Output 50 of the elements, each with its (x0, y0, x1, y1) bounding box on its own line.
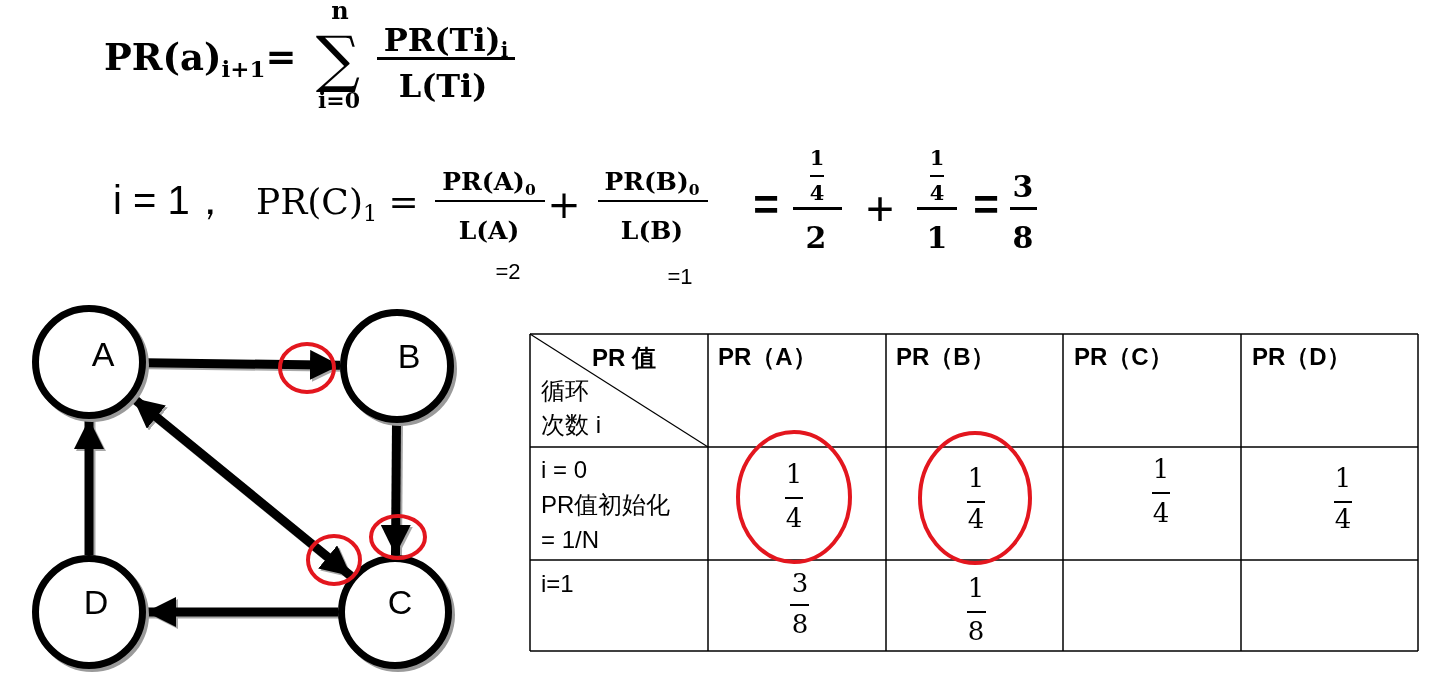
annotation-text: =2 (495, 261, 521, 284)
row-header: 循环次数 i (541, 375, 602, 440)
fraction-denominator: 4 (809, 182, 825, 204)
node-label: C (387, 585, 413, 619)
fraction-numerator: PR(B)$_{0}$ (604, 168, 700, 194)
plus-sign: + (866, 185, 894, 234)
summation-sign: ∑ (315, 27, 361, 90)
column-header: PR（A） (718, 344, 817, 369)
fraction-numerator: 1 (809, 147, 825, 169)
fraction-denominator: L(B) (620, 217, 684, 243)
fraction-denominator: 4 (929, 182, 945, 204)
node-label: D (83, 585, 109, 619)
arrow (146, 597, 338, 627)
fraction-numerator: 3 (791, 570, 809, 596)
arrow (74, 419, 104, 555)
fraction-denominator: 4 (785, 505, 803, 531)
fraction-denominator: 1 (926, 222, 948, 253)
fraction-denominator: 2 (805, 222, 827, 253)
fraction-numerator: 1 (1334, 465, 1352, 491)
fraction-denominator: 4 (967, 506, 985, 532)
row-header: i=1 (541, 571, 574, 596)
formula-text: PR(C)$_{1}$ = (256, 183, 419, 220)
equals-sign: = (753, 182, 779, 227)
fraction-numerator: 1 (967, 465, 985, 491)
fraction-numerator: 1 (1152, 456, 1170, 482)
annotation-text: =1 (667, 266, 693, 289)
plus-sign: + (547, 184, 581, 225)
fraction-denominator: L(A) (458, 217, 520, 243)
fraction-numerator: 1 (929, 147, 945, 169)
fraction-numerator: PR(Ti)$_{i}$ (383, 23, 509, 56)
column-header: PR（B） (896, 344, 995, 369)
fraction-denominator: 8 (1012, 222, 1034, 253)
formula-text: PR(a)$_{i+1}$= (104, 38, 297, 76)
fraction-numerator: 1 (967, 575, 985, 601)
fraction-denominator: 8 (791, 611, 809, 637)
fraction-numerator: 1 (785, 461, 803, 487)
formula-text: i = 1， (113, 180, 230, 221)
column-header: PR 值 (592, 345, 656, 370)
fraction-numerator: PR(A)$_{0}$ (442, 168, 536, 194)
fraction-numerator: 3 (1012, 171, 1034, 202)
fraction-denominator: 4 (1152, 500, 1170, 526)
node-label: A (91, 337, 115, 371)
summation-limit: n (331, 0, 349, 23)
equals-sign: = (973, 182, 999, 227)
node-label: B (397, 339, 421, 373)
fraction-denominator: L(Ti) (398, 69, 488, 102)
fraction-denominator: 4 (1334, 506, 1352, 532)
fraction-denominator: 8 (967, 618, 985, 644)
column-header: PR（C） (1074, 344, 1173, 369)
column-header: PR（D） (1252, 344, 1351, 369)
